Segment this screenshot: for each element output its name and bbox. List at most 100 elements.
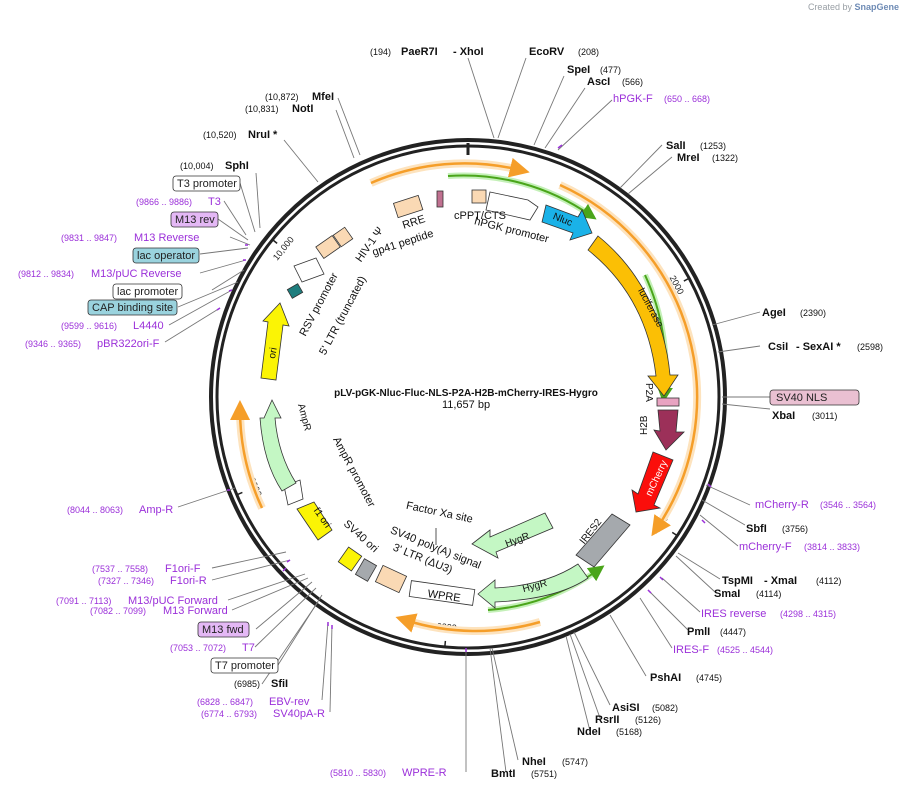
primer-pbr322ori-f: pBR322ori-F (97, 338, 160, 350)
feature-arrows (259, 189, 685, 609)
enzyme-pos-agei: (2390) (800, 308, 826, 318)
plasmid-name: pLV-pGK-Nluc-Fluc-NLS-P2A-H2B-mCherry-IR… (334, 388, 598, 399)
enzyme-sfii: SfiI (271, 678, 288, 690)
enzyme-sbfi: SbfI (746, 523, 767, 535)
label-ori: ori (267, 347, 280, 360)
feature-wpre (408, 580, 476, 606)
feature-f1ori (296, 501, 333, 541)
feature-sv40pa (354, 558, 378, 582)
plasmid-size: 11,657 bp (442, 399, 490, 411)
primer-m13-forward: M13 Forward (163, 605, 228, 617)
primer-m13puc-forward: M13/pUC Forward (128, 595, 218, 607)
boxed-sv40-nls: SV40 NLS (776, 392, 827, 404)
primer-pos-mcherry-r: (3546 .. 3564) (820, 500, 876, 510)
enzyme-nrui: NruI * (248, 129, 278, 141)
primer-mcherry-f: mCherry-F (739, 541, 792, 553)
feature-5ltr (293, 257, 325, 283)
enzyme-pos-nrui: (10,520) (203, 130, 237, 140)
tick-mark (236, 491, 243, 496)
feature-rsv (286, 283, 304, 299)
primer-mcherry-r: mCherry-R (755, 499, 809, 511)
enzyme-asisi: AsiSI (612, 702, 640, 714)
enzyme-noti: NotI (292, 103, 313, 115)
boxed-lac-promoter: lac promoter (117, 286, 178, 298)
enzyme-tspmi: TspMI (722, 575, 753, 587)
primer-pos-mcherry-f: (3814 .. 3833) (804, 542, 860, 552)
feature-cppt (471, 189, 487, 204)
label-cppt: cPPT/CTS (454, 210, 506, 222)
primer-pos-wpre-r: (5810 .. 5830) (330, 768, 386, 778)
green-arcs (447, 172, 673, 613)
enzyme-pos-csii: (2598) (857, 342, 883, 352)
primer-t3: T3 (208, 196, 221, 208)
enzyme-paer7i: PaeR7I (401, 46, 438, 58)
primer-pos-hpgk-f: (650 .. 668) (664, 94, 710, 104)
primer-pos-m13puc-reverse: (9812 .. 9834) (18, 269, 74, 279)
feature-ampr (259, 399, 297, 492)
primer-pos-f1ori-f: (7537 .. 7558) (92, 564, 148, 574)
primer-pos-m13puc-forward: (7091 .. 7113) (56, 596, 111, 606)
enzyme-csii: CsiI (768, 341, 788, 353)
primer-pos-amp-r: (8044 .. 8063) (67, 505, 123, 515)
label-h2b: H2B (639, 415, 650, 435)
enzyme-xbai: XbaI (772, 410, 795, 422)
feature-p2a (656, 397, 680, 407)
enzyme-sali: SalI (666, 140, 686, 152)
feature-rre (392, 194, 424, 219)
label-ampr-promoter: AmpR promoter (330, 435, 377, 509)
boxed-labels: SV40 NLS M13 fwd T7 promoter T3 promoter… (87, 175, 860, 674)
primer-pos-t7: (7053 .. 7072) (170, 643, 226, 653)
enzyme-xhoi: - XhoI (453, 46, 484, 58)
tick-mark (271, 239, 278, 244)
primer-l4440: L4440 (133, 320, 164, 332)
primer-pos-sv40pa-r: (6774 .. 6793) (201, 709, 257, 719)
enzyme-sexai: - SexAI * (796, 341, 841, 353)
primer-pos-m13-forward: (7082 .. 7099) (90, 606, 146, 616)
enzyme-nhei: NheI (522, 756, 546, 768)
feature-gp41 (436, 190, 444, 208)
primer-pos-l4440: (9599 .. 9616) (61, 321, 117, 331)
boxed-lac-operator: lac operator (137, 250, 195, 262)
primer-ires-reverse: IRES reverse (701, 608, 766, 620)
enzyme-pos-asisi: (5082) (652, 703, 678, 713)
primer-pos-pbr322ori-f: (9346 .. 9365) (25, 339, 81, 349)
feature-h2b (653, 409, 685, 451)
orf-arcs (230, 157, 702, 636)
watermark-prefix: Created by (807, 2, 852, 12)
enzyme-smai: SmaI (714, 588, 740, 600)
feature-psi (315, 234, 341, 260)
enzyme-ecorv: EcoRV (529, 46, 565, 58)
label-hpgk: hPGK promoter (473, 215, 550, 245)
enzyme-spei: SpeI (567, 64, 590, 76)
enzyme-rsrii: RsrII (595, 714, 619, 726)
label-wpre: WPRE (427, 588, 461, 604)
feature-3ltr (374, 564, 408, 594)
enzyme-pos-noti: (10,831) (245, 104, 279, 114)
label-factorxa: Factor Xa site (405, 500, 474, 526)
primer-ires-f: IRES-F (673, 644, 709, 656)
boxed-m13-fwd: M13 fwd (202, 624, 244, 636)
tick-mark (671, 531, 678, 537)
feature-hygr-lower (477, 563, 589, 609)
enzyme-pos-rsrii: (5126) (635, 715, 661, 725)
enzyme-pshai: PshAI (650, 672, 681, 684)
primer-ebv-rev: EBV-rev (269, 696, 310, 708)
boxed-cap-site: CAP binding site (92, 302, 173, 314)
enzyme-ndei: NdeI (577, 726, 601, 738)
enzyme-pos-asci: (566) (622, 77, 643, 87)
primer-amp-r: Amp-R (139, 504, 173, 516)
boxed-m13-rev: M13 rev (175, 214, 215, 226)
feature-sv40ori (337, 546, 363, 572)
enzyme-pos-sbfi: (3756) (782, 524, 808, 534)
enzyme-agei: AgeI (762, 307, 786, 319)
snapgene-watermark: Created by SnapGene (808, 2, 899, 12)
enzyme-labels: (194) PaeR7I - XhoI EcoRV (208) SpeI (47… (180, 46, 883, 780)
enzyme-pos-pmli: (4447) (720, 627, 746, 637)
enzyme-pos-xbai: (3011) (812, 411, 837, 421)
tick-mark (683, 277, 690, 282)
watermark-brand: SnapGene (854, 2, 899, 12)
primer-t7: T7 (242, 642, 255, 654)
primer-f1ori-r: F1ori-R (170, 575, 207, 587)
enzyme-pos-paer7i: (194) (370, 47, 391, 57)
